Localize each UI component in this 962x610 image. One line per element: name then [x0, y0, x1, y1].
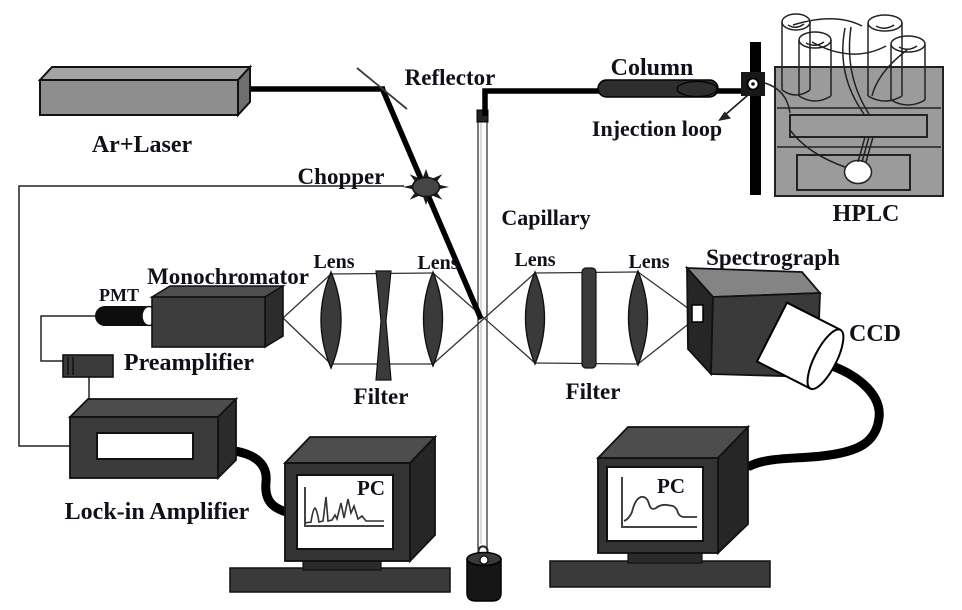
rays-monochromator-cone [282, 273, 332, 365]
laser-top-face [37, 66, 253, 81]
solvent-bottle [781, 13, 811, 96]
laser-front-face [39, 79, 239, 116]
ccd-label: CCD [849, 321, 901, 347]
lens-icon [422, 270, 444, 368]
pmt-to-preamp-wire [40, 315, 95, 362]
support-post [750, 42, 761, 195]
pc2-chromatogram-trace [623, 495, 697, 522]
hplc-tubing [764, 18, 908, 168]
vial-inlet-hole [479, 555, 489, 565]
pc2-screen-axes [621, 477, 697, 528]
vial-body [466, 558, 502, 602]
reflector-mirror-line [356, 67, 408, 110]
ar-laser: Ar+Laser [37, 64, 253, 158]
spectrograph-entrance-slit [691, 304, 704, 323]
ccd-cylinder-end [806, 328, 845, 391]
injection-loop-arrow-line [724, 94, 749, 116]
capillary-tube [477, 117, 488, 549]
hplc-label: HPLC [833, 201, 900, 227]
spectrograph-unit: Spectrograph CCD [684, 245, 901, 391]
solvent-bottles [781, 13, 926, 106]
capillary: Capillary [476, 109, 591, 557]
pc1-screen-axes [304, 487, 384, 527]
chopper-label: Chopper [298, 164, 385, 189]
hplc-tube [871, 49, 908, 97]
hplc-tube-bundle [857, 136, 874, 163]
emission-optics-right: Lens Filter Lens [514, 249, 669, 404]
hplc-tube [842, 27, 865, 115]
lockin-display [96, 432, 194, 460]
chopper-wheel-icon [411, 176, 441, 198]
hplc-unit: HPLC [764, 13, 944, 227]
lens-label: Lens [313, 251, 354, 273]
pc1-chromatogram-trace [304, 496, 384, 524]
rays-crossing-at-capillary [432, 272, 536, 365]
solvent-bottle [890, 35, 926, 106]
pc1-label: PC [357, 476, 385, 500]
hplc-tube [792, 18, 863, 27]
filter-bar-icon [581, 267, 597, 369]
mixer-flask-icon [843, 159, 873, 185]
lockin-top-face [67, 398, 239, 418]
pmt-label: PMT [99, 285, 139, 305]
chopper-to-lockin-wire [18, 185, 404, 447]
capillary-label: Capillary [501, 205, 590, 230]
pmt-tube [95, 306, 155, 326]
pc1: PC [229, 434, 451, 593]
pc1-top-face [282, 436, 438, 464]
column-label: Column [611, 55, 694, 81]
injection-valve-port-dot [751, 82, 755, 86]
valve-to-hplc-tube [764, 82, 791, 114]
waste-vial [466, 551, 502, 602]
rays-spectrograph-cone [637, 271, 697, 365]
pc2: PC [549, 424, 771, 588]
monochromator-label: Monochromator [147, 264, 309, 289]
column-end-cap [676, 80, 718, 98]
pc2-label: PC [657, 474, 685, 498]
filter-label: Filter [354, 384, 409, 409]
pc2-table-base [549, 560, 771, 588]
hplc-tube [811, 41, 887, 55]
lens-label: Lens [514, 249, 555, 271]
laser-beam-reflected [379, 86, 484, 321]
preamplifier-label: Preamplifier [124, 350, 255, 376]
laser-beam-path: Reflector [246, 65, 496, 321]
hplc-pump-module [789, 114, 928, 138]
ccd-camera [755, 301, 845, 391]
lock-in-amplifier: Lock-in Amplifier [65, 396, 295, 525]
detection-monochromator: PMT Monochromator [95, 264, 309, 349]
solvent-bottle [798, 31, 832, 102]
spectrograph-label: Spectrograph [706, 245, 840, 270]
lens-icon [524, 270, 546, 366]
hplc-tube [789, 129, 846, 168]
laser-label: Ar+Laser [92, 132, 193, 158]
preamplifier: Preamplifier [62, 350, 255, 378]
pc1-table-base [229, 567, 451, 593]
flow-plumbing: Column Injection loop [482, 42, 765, 195]
chopper: Chopper [298, 164, 449, 205]
emission-optics-left: Lens Filter Lens [313, 251, 458, 409]
lens-label: Lens [628, 251, 669, 273]
monochromator-front-face [151, 296, 266, 348]
hplc-lower-module [796, 154, 911, 191]
lockin-to-pc-cable [221, 445, 295, 518]
filter-hourglass-icon [375, 270, 392, 381]
ccd-to-pc-cable [745, 357, 884, 471]
lens-label: Lens [417, 252, 458, 274]
preamplifier-box [62, 354, 114, 378]
solvent-bottle [867, 14, 903, 102]
hplc-tube [848, 26, 870, 115]
monochromator-side-face [264, 284, 284, 349]
reflector-label: Reflector [405, 65, 496, 90]
injection-loop-label: Injection loop [592, 116, 722, 141]
injection-loop-arrowhead [718, 111, 731, 121]
lockin-label: Lock-in Amplifier [65, 499, 250, 525]
light-rays [282, 271, 697, 365]
lens-icon [320, 270, 342, 370]
filter-label: Filter [566, 379, 621, 404]
lens-icon [627, 269, 649, 367]
